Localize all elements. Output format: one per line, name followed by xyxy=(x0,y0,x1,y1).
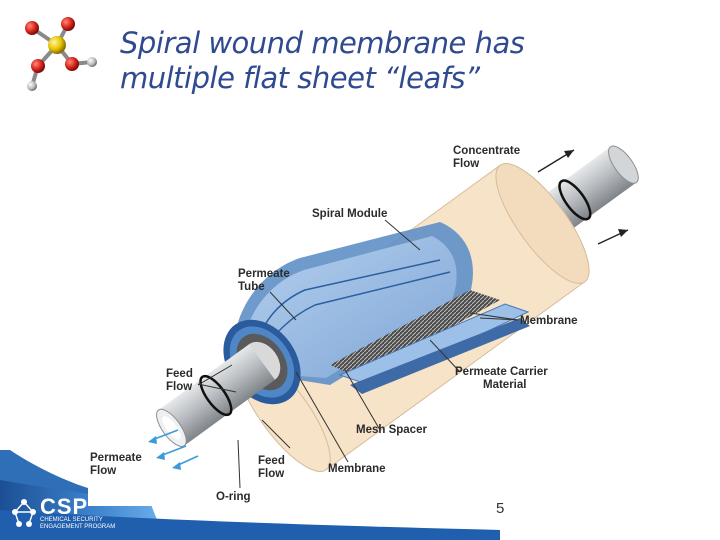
title-line-1: Spiral wound membrane has xyxy=(120,26,525,60)
title-line-2: multiple flat sheet “leafs” xyxy=(120,61,480,95)
label-mesh-spacer: Mesh Spacer xyxy=(356,424,427,436)
label-permeate-carrier: Permeate Carrier Material xyxy=(455,366,548,391)
csp-logo-icon xyxy=(12,499,36,527)
label-membrane-right: Membrane xyxy=(520,315,578,327)
molecule-icon xyxy=(25,17,97,91)
label-o-ring: O-ring xyxy=(216,491,251,503)
label-spiral-module: Spiral Module xyxy=(312,208,388,220)
logo-name: CSP xyxy=(40,494,89,519)
label-membrane-bottom: Membrane xyxy=(328,463,386,475)
page-number: 5 xyxy=(496,500,505,517)
brand-swoosh xyxy=(0,450,500,540)
slide-title: Spiral wound membrane has multiple flat … xyxy=(120,26,525,96)
